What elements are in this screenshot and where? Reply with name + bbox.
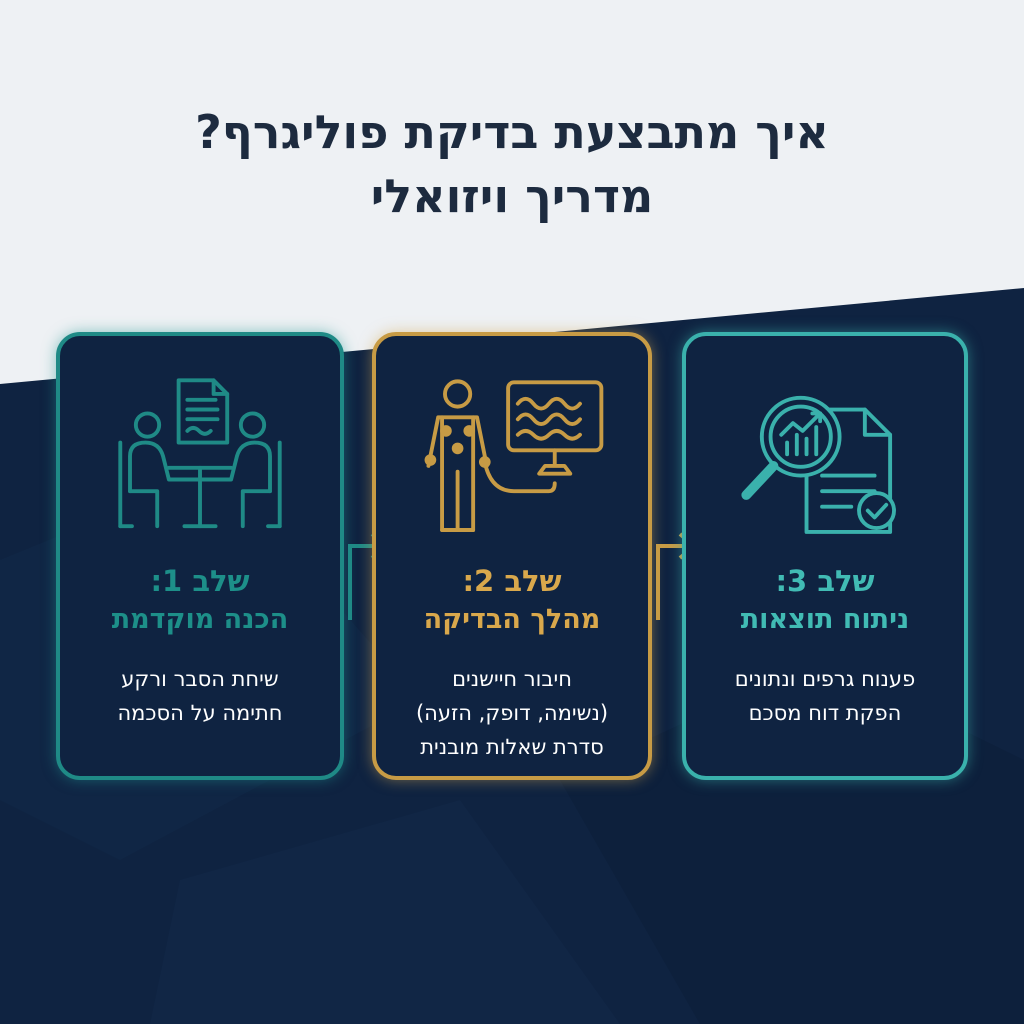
step-2-line-2: (נשימה, דופק, הזעה) (415, 701, 609, 725)
step-1-number: שלב 1: (150, 564, 250, 598)
step-1-line-2: חתימה על הסכמה (117, 701, 283, 725)
step-1-description: שיחת הסבר ורקע חתימה על הסכמה (60, 662, 340, 730)
step-3-line-2: הפקת דוח מסכם (748, 701, 902, 725)
step-1-line-1: שיחת הסבר ורקע (121, 667, 279, 691)
step-3-line-1: פענוח גרפים ונתונים (734, 667, 916, 691)
step-card-3: שלב 3: ניתוח תוצאות פענוח גרפים ונתונים … (682, 332, 968, 780)
step-2-line-3: סדרת שאלות מובנית (420, 735, 604, 759)
step-3-name: ניתוח תוצאות (740, 604, 910, 635)
interview-meeting-icon (118, 378, 282, 529)
analysis-report-icon (741, 395, 896, 534)
step-2-name: מהלך הבדיקה (423, 604, 601, 635)
title-line-2: מדריך ויזואלי (370, 169, 654, 223)
step-2-line-1: חיבור חיישנים (452, 667, 572, 691)
polygraph-sensors-monitor-icon (424, 379, 604, 532)
step-card-1: שלב 1: הכנה מוקדמת שיחת הסבר ורקע חתימה … (56, 332, 344, 780)
step-2-description: חיבור חיישנים (נשימה, דופק, הזעה) סדרת ש… (376, 662, 648, 764)
step-card-2: שלב 2: מהלך הבדיקה חיבור חיישנים (נשימה,… (372, 332, 652, 780)
step-3-description: פענוח גרפים ונתונים הפקת דוח מסכם (686, 662, 964, 730)
step-3-number: שלב 3: (775, 564, 875, 598)
step-2-number: שלב 2: (462, 564, 562, 598)
title-line-1: איך מתבצעת בדיקת פוליגרף? (195, 105, 829, 159)
step-1-name: הכנה מוקדמת (111, 604, 289, 635)
page-title: איך מתבצעת בדיקת פוליגרף? מדריך ויזואלי (0, 100, 1024, 228)
